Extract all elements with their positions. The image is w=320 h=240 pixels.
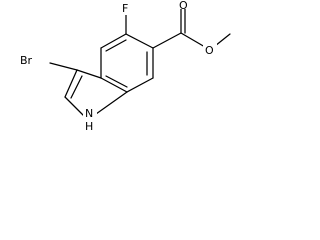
double-bond-inner-c7a-c3a <box>105 75 128 88</box>
carbonyl-oxygen-atom-label: O <box>179 0 188 12</box>
bond-c3-br <box>49 62 78 71</box>
nitrogen-hydrogen-atom-label: H <box>85 120 93 133</box>
bond-c4-c5 <box>100 33 127 49</box>
structure-diagram: Br F O O N H <box>0 0 232 161</box>
nitrogen-atom-label: N <box>85 107 93 120</box>
ester-oxygen-atom-label: O <box>205 44 214 57</box>
molecule-drawing: Br F O O N H <box>18 0 231 133</box>
bromine-label-background <box>18 52 48 68</box>
double-bond-inner-c4-c5 <box>105 39 127 52</box>
bond-c3a-c3 <box>76 69 102 79</box>
carbonyl-oxygen-label-background <box>177 0 191 9</box>
ester-oxygen-label-background <box>203 43 217 57</box>
bond-carbonyl-c-ester-o <box>180 32 206 48</box>
bond-c3-c2 <box>64 69 78 98</box>
nitrogen-hydrogen-label-background <box>83 119 97 133</box>
bond-c7-c7a <box>126 77 154 93</box>
double-bond-inner-c3-c2 <box>70 75 83 99</box>
bond-n1-c7a <box>95 91 128 115</box>
bromine-atom-label: Br <box>20 54 33 67</box>
fluorine-label-background <box>119 0 133 15</box>
bond-c2-n1 <box>64 96 85 117</box>
bond-c5-c6 <box>125 33 154 49</box>
bond-c6-carbonyl-c <box>152 32 182 49</box>
bond-ester-o-methyl <box>214 33 231 47</box>
nitrogen-label-background <box>83 106 97 120</box>
fluorine-atom-label: F <box>122 2 128 15</box>
bond-c7a-c3a <box>100 77 128 93</box>
